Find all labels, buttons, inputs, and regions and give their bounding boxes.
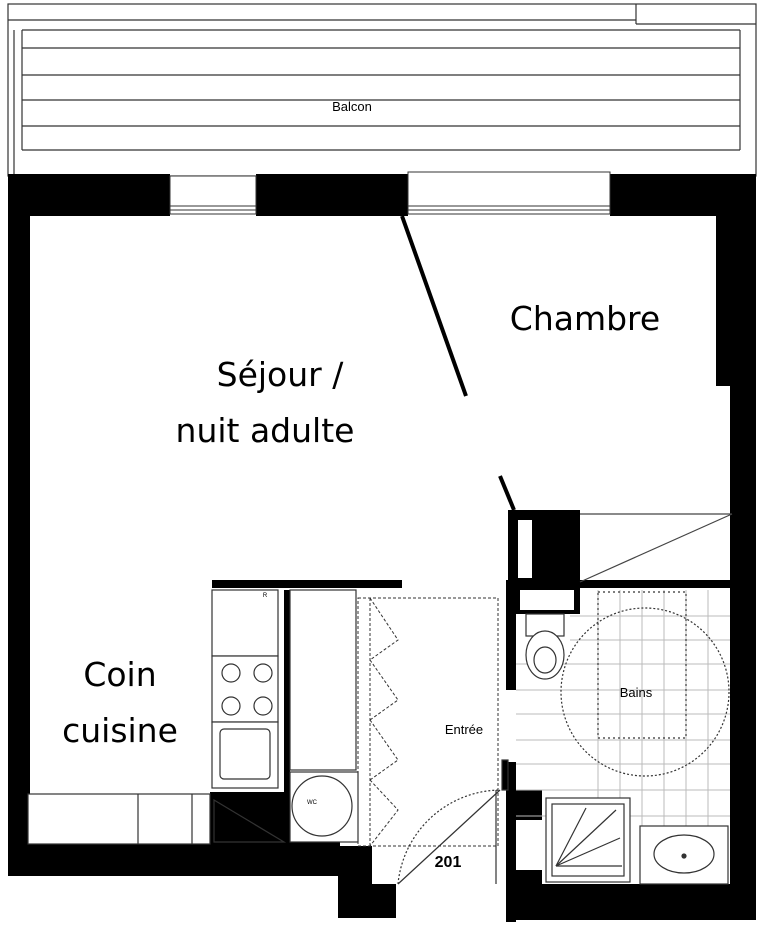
- folding-door: [369, 779, 399, 847]
- washing-machine: [289, 771, 359, 843]
- turning-circle: [560, 607, 730, 777]
- bathtub-outline: [597, 591, 687, 739]
- wall: [516, 870, 542, 890]
- stair-line: [579, 513, 733, 583]
- wall: [8, 174, 30, 842]
- kitchen-counter: [211, 589, 279, 657]
- wall-corner: [213, 798, 287, 843]
- wall: [8, 174, 170, 216]
- bathroom-fixtures: [525, 591, 730, 885]
- wc-tag: WC: [307, 800, 317, 806]
- label-cuisine-line1: Coin: [83, 655, 157, 694]
- entry-door: [397, 759, 509, 885]
- wall: [716, 190, 756, 386]
- door-leaf: [397, 789, 501, 885]
- fridge-tag: R: [262, 593, 268, 599]
- wall: [256, 174, 408, 216]
- windows: [169, 171, 611, 215]
- window: [169, 175, 257, 215]
- label-chambre: Chambre: [509, 299, 661, 338]
- wall: [506, 580, 516, 690]
- door-jamb: [501, 759, 509, 791]
- partition-line: [498, 475, 516, 511]
- label-bains: Bains: [619, 685, 653, 700]
- wall: [212, 580, 402, 588]
- wall: [506, 884, 756, 920]
- apartment-number: 201: [434, 854, 462, 871]
- partition-line: [400, 215, 468, 397]
- closet-outline: [357, 597, 499, 847]
- shower-spray: [555, 807, 587, 867]
- wall: [506, 762, 516, 922]
- entry-closet: [357, 597, 499, 847]
- label-entree: Entrée: [444, 722, 484, 737]
- kitchen-cabinet: [289, 589, 357, 771]
- drain-icon: [681, 853, 687, 859]
- washing-machine-drum-icon: [291, 775, 353, 837]
- toilet-bowl: [533, 646, 557, 674]
- burner-icon: [221, 696, 241, 716]
- balcony: [7, 3, 757, 177]
- shower-inner: [551, 803, 625, 877]
- shower-spray: [555, 809, 617, 867]
- shower-spray: [555, 837, 621, 867]
- folding-door: [369, 659, 399, 721]
- closet: [518, 520, 532, 578]
- burner-icon: [253, 696, 273, 716]
- door-gap: [372, 846, 396, 884]
- wall: [730, 380, 756, 920]
- label-sejour-line2: nuit adulte: [175, 411, 355, 450]
- burner-icon: [221, 663, 241, 683]
- bedroom-partition: [400, 215, 516, 511]
- wall: [284, 590, 290, 840]
- burner-icon: [253, 663, 273, 683]
- label-cuisine-line2: cuisine: [62, 711, 178, 750]
- wall: [510, 580, 732, 588]
- wall: [516, 790, 542, 820]
- stair-lines: [579, 513, 733, 583]
- label-sejour-line1: Séjour /: [216, 355, 344, 394]
- wall: [210, 840, 340, 876]
- label-balcon: Balcon: [332, 99, 372, 114]
- kitchen: [27, 589, 357, 845]
- window: [407, 171, 611, 215]
- folding-door: [369, 719, 399, 781]
- walls: [8, 174, 756, 922]
- wall-gap: [520, 590, 574, 610]
- wall: [8, 842, 218, 876]
- kitchen-base-cabinets: [27, 793, 211, 845]
- sink-basin-icon: [219, 728, 271, 780]
- folding-door: [369, 597, 399, 661]
